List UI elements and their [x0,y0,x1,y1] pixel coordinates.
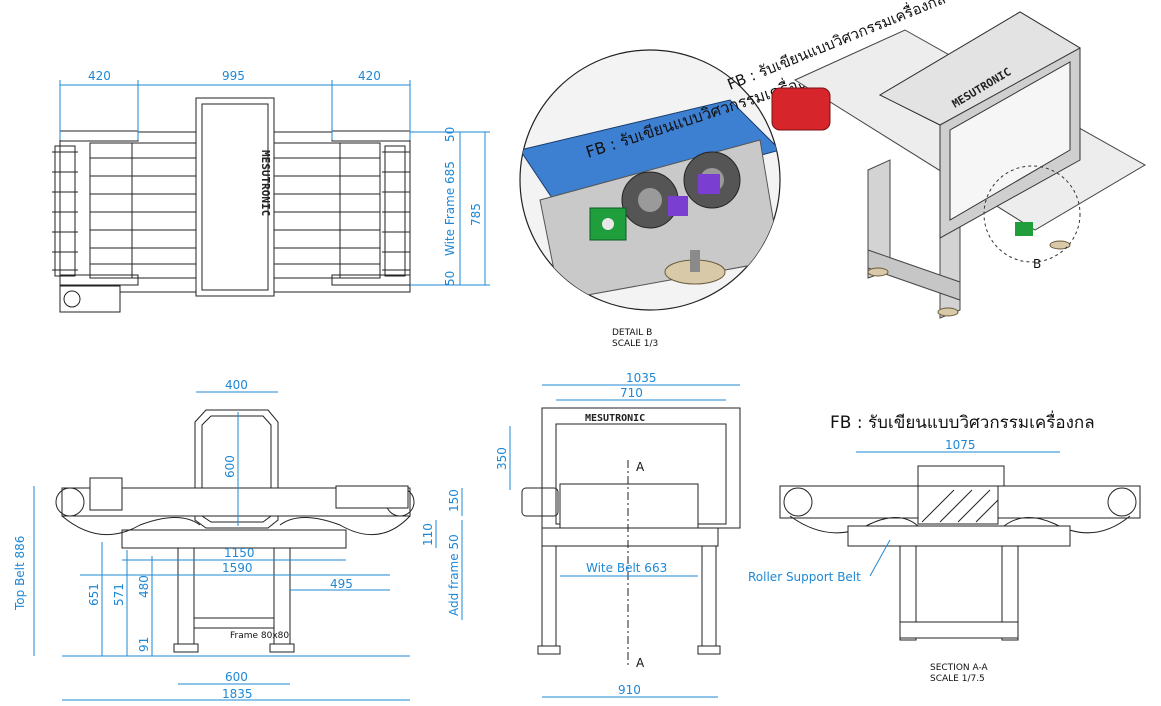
side-dim-495: 495 [330,577,353,591]
top-right-bottom-bar [331,274,411,286]
top-brand-label: MESUTRONIC [259,150,272,216]
side-dim-head-width: 400 [225,378,248,392]
front-dim-350: 350 [495,447,509,470]
top-dim-left: 420 [88,69,111,83]
iso-detector-aperture [949,61,1071,221]
top-dim-total-width: 785 [469,203,483,226]
iso-detail-letter: B [1033,257,1041,271]
iso-bearing-icon [1015,222,1033,236]
side-dim-1835: 1835 [222,687,253,701]
top-dim-bottom-margin: 50 [443,271,457,286]
side-dim-571: 571 [112,583,126,606]
side-left-roller-icon [55,487,85,517]
side-dim-frame-height: 150 [447,489,461,512]
top-dim-right: 420 [358,69,381,83]
side-frame-crossbar [193,617,275,629]
section-lower-frame [847,525,1071,547]
front-section-top: A [636,460,645,474]
section-hatch-block [917,485,999,525]
detail-caption-line1: DETAIL B [612,328,652,338]
side-dim-head-height: 600 [223,455,237,478]
top-right-end-bar [331,130,411,142]
front-section-bottom: A [636,656,645,670]
top-motor-hub-icon [63,290,81,308]
top-dim-top-margin: 50 [443,127,457,142]
side-frame-label: Frame 80x80 [230,631,289,641]
bearing-icon [589,207,627,241]
front-brand-label: MESUTRONIC [585,413,645,424]
detail-belt [520,99,780,211]
detail-b-view: FB : รับเขียนแบบวิศวกรรมเครื่องกล DETAIL… [519,49,826,349]
side-dim-91: 91 [137,637,151,652]
front-dim-wite-belt: Wite Belt 663 [586,561,667,575]
section-title: FB : รับเขียนแบบวิศวกรรมเครื่องกล [830,410,1095,433]
front-leg-left [541,545,557,647]
iso-foot-icon [867,267,889,277]
section-caption-line2: SCALE 1/7.5 [930,674,985,684]
side-leg-right [273,547,291,645]
top-right-rollers [382,145,410,277]
side-tensioner [335,485,409,509]
side-leg-left [177,547,195,645]
top-view: MESUTRONIC 420 995 420 Wite Frame 685 78… [52,69,490,313]
top-motor [59,285,121,313]
section-belt-return [789,515,1131,534]
top-dim-wite-frame: Wite Frame 685 [443,161,457,256]
front-dim-710: 710 [620,386,643,400]
side-dim-1590: 1590 [222,561,253,575]
side-dim-top-belt: Top Belt 886 [13,536,27,611]
sprocket-block-icon [698,174,720,194]
side-belt-return [61,515,411,536]
section-detector-top [917,465,1005,487]
side-dim-add-frame: Add frame 50 [447,534,461,616]
side-view: Frame 80x80 400 600 Top Belt 886 651 571… [13,378,463,701]
iso-crossbar [867,249,961,301]
iso-view: FB : รับเขียนแบบวิศวกรรมเครื่องกล MESUTR… [724,0,1147,319]
front-lower-frame [541,527,719,547]
top-left-bottom-bar [59,274,139,286]
section-right-roller-icon [1107,487,1137,517]
section-leg-left [899,545,917,641]
detail-caption-line2: SCALE 1/3 [612,339,658,349]
iso-motor [771,87,831,131]
front-motor-end [521,487,559,517]
top-dim-middle: 995 [222,69,245,83]
side-dim-110: 110 [421,523,435,546]
top-left-end-bar [59,130,139,142]
top-detector-head [195,97,275,297]
top-left-rollers [52,145,78,277]
side-frame-lower [121,529,347,549]
side-dim-1150: 1150 [224,546,255,560]
front-dim-910: 910 [618,683,641,697]
front-dim-1035: 1035 [626,371,657,385]
side-dim-600: 600 [225,670,248,684]
front-belt-roller [559,483,699,535]
section-dim-1075: 1075 [945,438,976,452]
section-leg-right [1001,545,1019,641]
section-roller-leader [869,539,891,577]
iso-detail-marker [983,165,1081,263]
front-view: MESUTRONIC A A 1035 710 350 Wite Belt 66… [495,371,741,698]
section-caption-line1: SECTION A-A [930,663,989,673]
section-view: FB : รับเขียนแบบวิศวกรรมเครื่องกล 1075 R… [748,410,1141,684]
top-detector-inner [201,103,269,291]
side-motor [89,477,123,511]
side-dim-651: 651 [87,583,101,606]
section-roller-label: Roller Support Belt [748,570,861,584]
front-leg-right [701,545,717,647]
section-left-roller-icon [783,487,813,517]
side-dim-480: 480 [137,575,151,598]
